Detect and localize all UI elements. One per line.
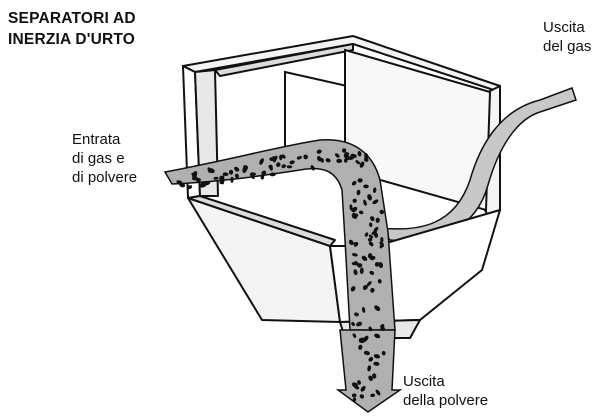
gas-outlet-line-2: del gas (543, 37, 591, 56)
gas-inlet-line-1: Entrata (72, 130, 164, 149)
dust-outlet-line-1: Uscita (403, 372, 488, 391)
gas-outlet-line-1: Uscita (543, 18, 591, 37)
dust-particle (230, 177, 233, 183)
title-line-2: INERZIA D'URTO (8, 29, 136, 50)
gas-outlet-label: Uscita del gas (543, 18, 591, 56)
gas-inlet-label: Entrata di gas e di polvere (72, 130, 164, 187)
dust-particle (287, 165, 293, 168)
diagram-title: SEPARATORI AD INERZIA D'URTO (8, 8, 136, 50)
gas-inlet-line-3: di polvere (72, 168, 164, 187)
dust-outlet-line-2: della polvere (403, 391, 488, 410)
title-line-1: SEPARATORI AD (8, 8, 136, 29)
dust-outlet-label: Uscita della polvere (403, 372, 488, 410)
gas-inlet-line-2: di gas e (72, 149, 164, 168)
